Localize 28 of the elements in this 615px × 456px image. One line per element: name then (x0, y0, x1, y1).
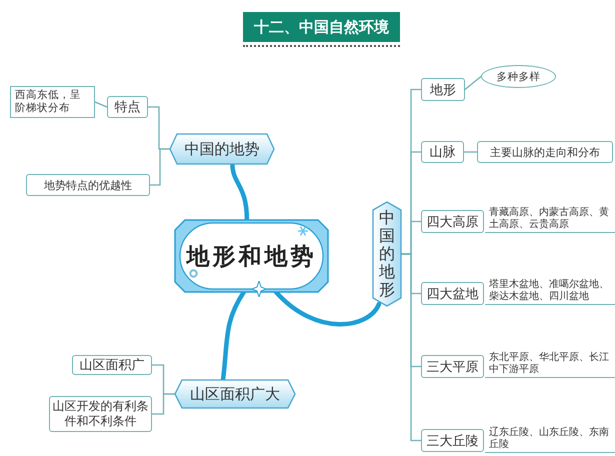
topic-box: 地势特点的优越性 (26, 174, 150, 196)
connector-line (149, 148, 171, 186)
detail-text: 青藏高原、内蒙古高原、黄土高原、云贵高原 (485, 205, 615, 233)
topic-box: 地形 (421, 78, 465, 101)
topic-box: 四大高原 (421, 210, 484, 233)
central-topic: 地形和地势 (175, 220, 328, 292)
topic-box: 山区开发的有利条件和不利条件 (49, 396, 152, 432)
connector-line (463, 151, 478, 153)
topic-box: 三大丘陵 (421, 429, 484, 452)
topic-box: 特点 (107, 96, 148, 118)
branch-box: 中国的地形 (373, 202, 401, 306)
connector-line (400, 253, 422, 442)
title-banner: 十二、中国自然环境 (243, 12, 400, 42)
branch-box: 山区面积广大 (175, 380, 295, 408)
topic-box: 山脉 (421, 141, 464, 163)
note-box: 主要山脉的走向和分布 (477, 141, 613, 163)
detail-text: 东北平原、华北平原、长江中下游平原 (485, 351, 615, 378)
connector-line (151, 393, 176, 415)
connector-line (464, 76, 482, 90)
topic-box: 三大平原 (421, 355, 484, 378)
detail-text: 辽东丘陵、山东丘陵、东南丘陵 (485, 425, 615, 453)
callout-box: 西高东低，呈阶梯状分布 (10, 86, 95, 118)
callout-bubble: 多种多样 (481, 65, 556, 88)
connector-line (94, 101, 108, 108)
topic-box: 四大盆地 (421, 282, 484, 305)
topic-box: 山区面积广 (72, 355, 152, 375)
branch-box: 中国的地势 (170, 134, 274, 164)
detail-text: 塔里木盆地、准噶尔盆地、柴达木盆地、四川盆地 (485, 278, 615, 305)
